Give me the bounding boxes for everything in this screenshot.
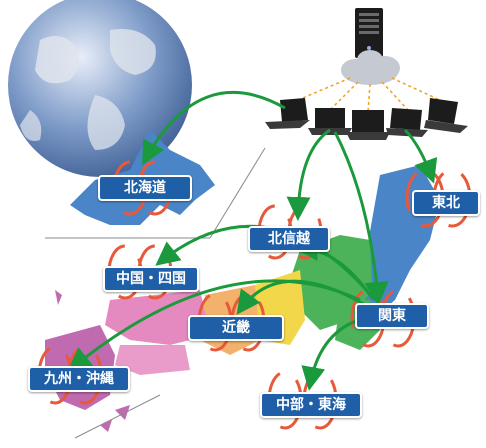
laptop-icon [265,98,310,129]
globe [8,0,192,177]
laptop-icons [265,98,468,140]
arrow-to-tohoku [403,128,438,184]
server-icon [355,8,383,58]
guide-lines [45,147,266,439]
label-kyushu-okinawa: 九州・沖縄 [28,366,130,392]
arrow-to-hokushinetsu [286,128,331,221]
label-kanto: 関東 [355,303,429,329]
label-chugoku-shikoku: 中国・四国 [103,266,199,292]
label-hokushinetsu: 北信越 [248,226,330,252]
label-chubu-tokai: 中部・東海 [260,392,362,418]
cloud-links [297,77,445,113]
laptop-icon [424,98,468,133]
cloud-icon [341,50,400,85]
arrow-to-kanto [333,131,389,306]
laptop-icon [346,110,390,140]
label-hokkaido: 北海道 [98,175,192,201]
label-tohoku: 東北 [412,190,480,216]
arrow-to-hokkaido [142,91,286,166]
label-kinki: 近畿 [188,315,284,341]
arrow-kanto-to-kyushu [67,279,361,372]
